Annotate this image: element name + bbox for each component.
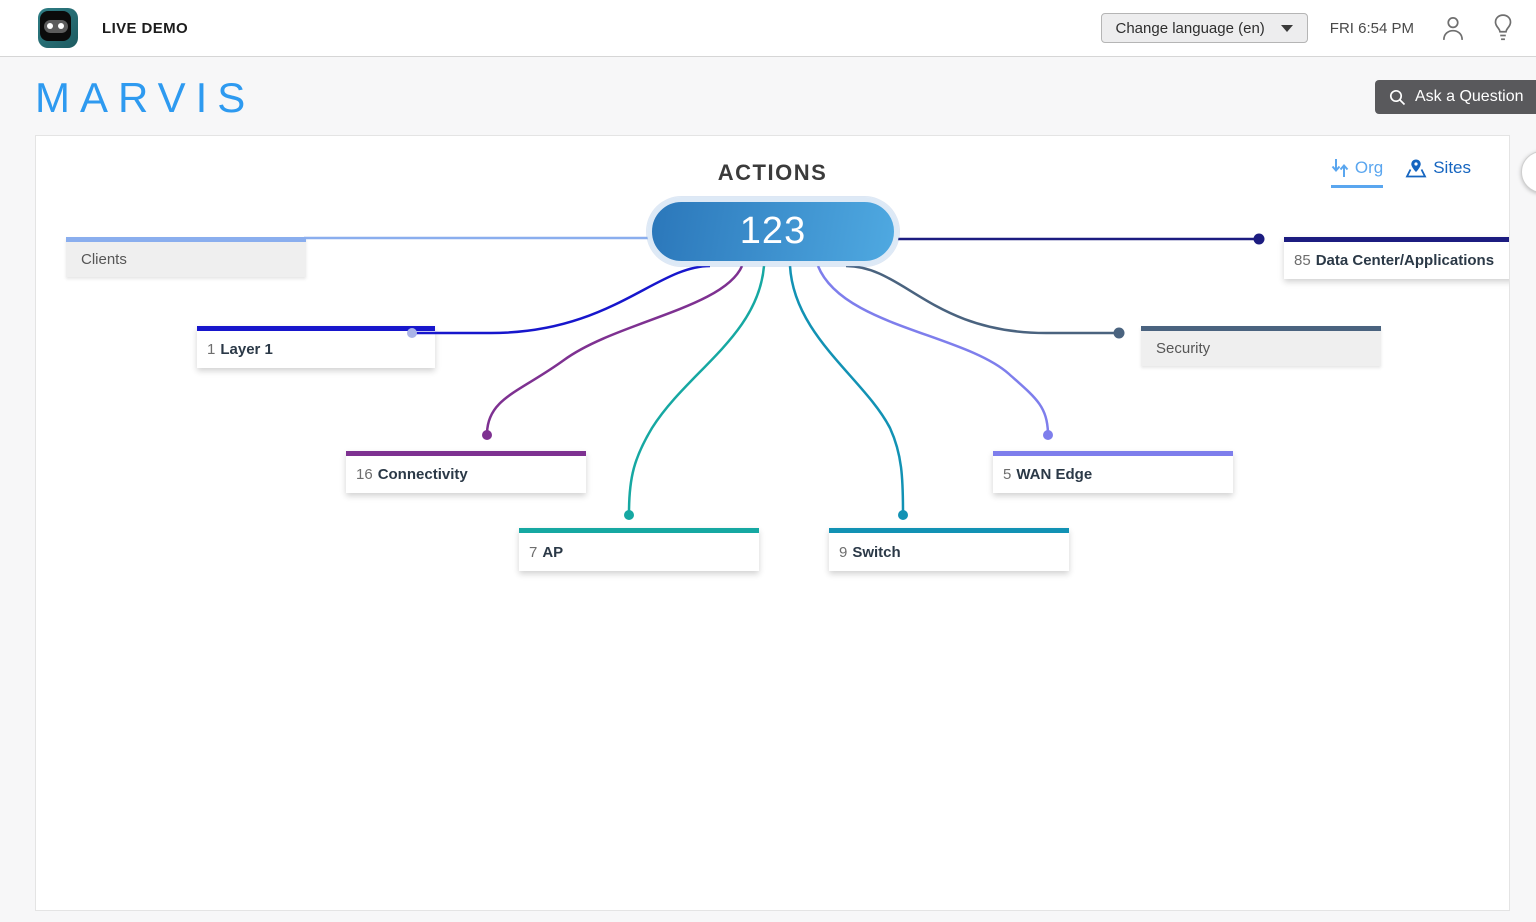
clock: FRI 6:54 PM: [1329, 19, 1414, 37]
branch-label: Security: [1156, 340, 1211, 357]
link-dot-data-center: [1253, 233, 1265, 245]
account-icon[interactable]: [1440, 14, 1466, 42]
link-dot-switch: [898, 510, 908, 520]
branch-ap[interactable]: 7 AP: [519, 528, 759, 571]
robot-face-icon: [40, 11, 71, 41]
collapse-panel-button[interactable]: ‹: [1521, 151, 1536, 193]
root-node[interactable]: 123: [647, 197, 899, 266]
branch-security[interactable]: Security: [1141, 326, 1381, 366]
branch-label: Clients: [81, 251, 127, 268]
actions-panel: ACTIONS Org Sites: [35, 135, 1510, 911]
link-dot-wan-edge: [1043, 430, 1053, 440]
actions-title: ACTIONS: [717, 160, 828, 185]
link-ap: [627, 265, 766, 514]
branch-connectivity[interactable]: 16 Connectivity: [346, 451, 586, 493]
link-security: [845, 264, 1119, 335]
link-layer-1: [412, 264, 711, 335]
link-switch: [788, 265, 905, 514]
branch-clients[interactable]: Clients: [66, 237, 306, 277]
tab-org-label: Org: [1354, 158, 1384, 177]
branch-label: AP: [542, 543, 564, 561]
branch-layer-1[interactable]: 1 Layer 1: [197, 326, 435, 368]
branch-label: Layer 1: [220, 341, 273, 358]
branch-label: Switch: [852, 543, 901, 561]
branch-count: 85: [1294, 252, 1311, 269]
branch-label: Connectivity: [377, 466, 468, 483]
branch-label: WAN Edge: [1016, 466, 1093, 483]
link-dot-connectivity: [482, 430, 492, 440]
branch-count: 7: [529, 543, 538, 561]
branch-count: 5: [1003, 466, 1012, 483]
link-dot-ap: [624, 510, 634, 520]
org-name: LIVE DEMO: [102, 19, 189, 37]
branch-wan-edge[interactable]: 5 WAN Edge: [993, 451, 1233, 493]
ask-a-question-label: Ask a Question: [1415, 88, 1524, 105]
branch-data-center[interactable]: 85 Data Center/Applications: [1284, 237, 1509, 279]
ask-a-question-button[interactable]: Ask a Question: [1375, 80, 1536, 114]
tab-org[interactable]: Org: [1330, 158, 1384, 188]
branch-switch[interactable]: 9 Switch: [829, 528, 1069, 571]
language-selector-label: Change language (en): [1115, 19, 1265, 37]
chevron-down-icon: [1280, 24, 1293, 32]
root-node-value: 123: [739, 210, 807, 252]
tab-sites[interactable]: Sites: [1405, 158, 1471, 188]
mist-robot-logo: [38, 8, 78, 48]
branch-count: 1: [207, 341, 216, 358]
branch-count: 16: [356, 466, 373, 483]
link-connectivity: [485, 265, 744, 434]
branch-label: Data Center/Applications: [1315, 252, 1495, 269]
map-pin-icon: [1405, 159, 1427, 178]
search-icon: [1389, 89, 1406, 105]
language-selector[interactable]: Change language (en): [1100, 13, 1308, 43]
view-toggle: Org Sites: [1330, 158, 1471, 188]
sort-arrows-icon: [1331, 159, 1349, 177]
tab-sites-label: Sites: [1433, 158, 1471, 177]
top-bar: LIVE DEMO Change language (en) FRI 6:54 …: [0, 0, 1536, 57]
bulb-icon[interactable]: [1492, 13, 1514, 43]
branch-count: 9: [839, 543, 848, 561]
link-dot-security: [1113, 327, 1125, 339]
link-wan-edge: [816, 265, 1050, 434]
page-title: MARVIS: [35, 74, 256, 121]
